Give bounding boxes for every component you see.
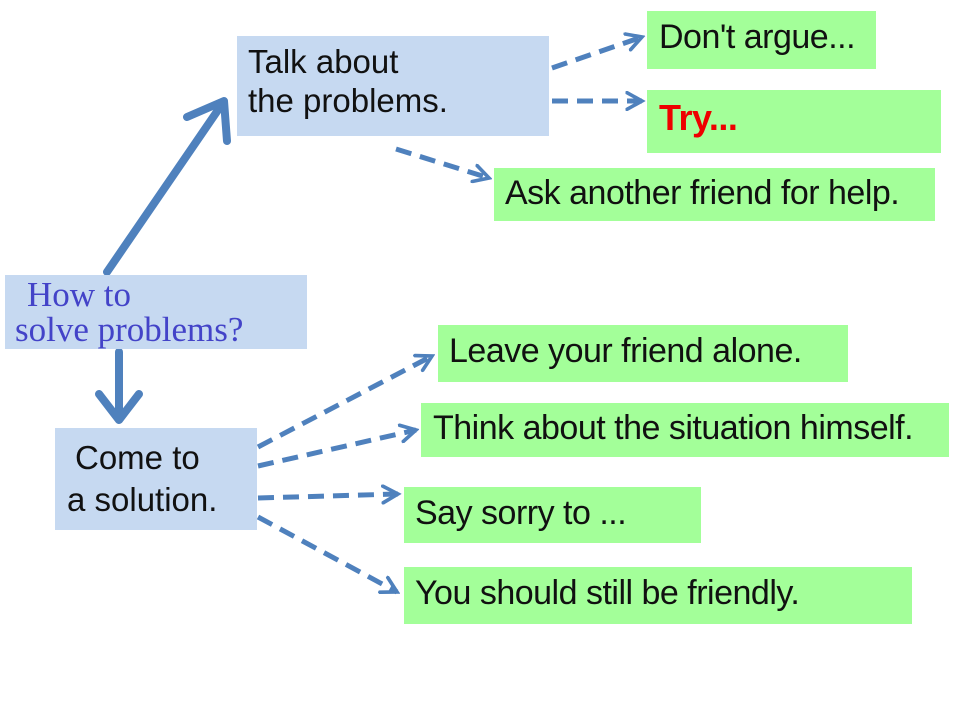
option-think-about: Think about the situation himself. (421, 403, 949, 457)
arrow-talk-to-ask-friend (395, 146, 489, 178)
option-say-sorry-label: Say sorry to ... (415, 494, 627, 532)
talk-branch-line-1: Talk about (248, 43, 399, 80)
option-think-about-label: Think about the situation himself. (433, 409, 914, 447)
option-ask-friend: Ask another friend for help. (494, 168, 935, 221)
solution-branch-line-2: a solution. (67, 481, 218, 518)
option-say-sorry: Say sorry to ... (404, 487, 701, 543)
arrow-root-to-solution (95, 348, 143, 424)
solution-branch-line-1: Come to (75, 439, 200, 476)
talk-branch-box: Talk about the problems. (237, 36, 549, 136)
option-leave-alone: Leave your friend alone. (438, 325, 848, 382)
option-dont-argue: Don't argue... (647, 11, 876, 69)
option-ask-friend-label: Ask another friend for help. (505, 174, 900, 212)
arrow-solution-to-think-about (257, 430, 416, 469)
arrow-solution-to-say-sorry (257, 494, 398, 498)
arrow-solution-to-leave-alone (256, 356, 432, 450)
option-dont-argue-label: Don't argue... (659, 18, 856, 56)
root-question-line-1: How to (27, 275, 132, 314)
root-question-box: How to solve problems? (5, 275, 307, 349)
option-try-label: Try... (659, 97, 738, 138)
option-try: Try... (647, 90, 941, 153)
option-leave-alone-label: Leave your friend alone. (449, 332, 802, 370)
arrow-root-to-talk (103, 97, 231, 276)
option-stay-friendly: You should still be friendly. (404, 567, 912, 624)
arrow-solution-to-stay-friendly (256, 514, 397, 595)
option-stay-friendly-label: You should still be friendly. (415, 574, 800, 612)
talk-branch-line-2: the problems. (248, 82, 448, 119)
root-question-line-2: solve problems? (15, 310, 244, 349)
solution-branch-box: Come to a solution. (55, 428, 257, 530)
arrow-talk-to-dont-argue (551, 37, 642, 71)
